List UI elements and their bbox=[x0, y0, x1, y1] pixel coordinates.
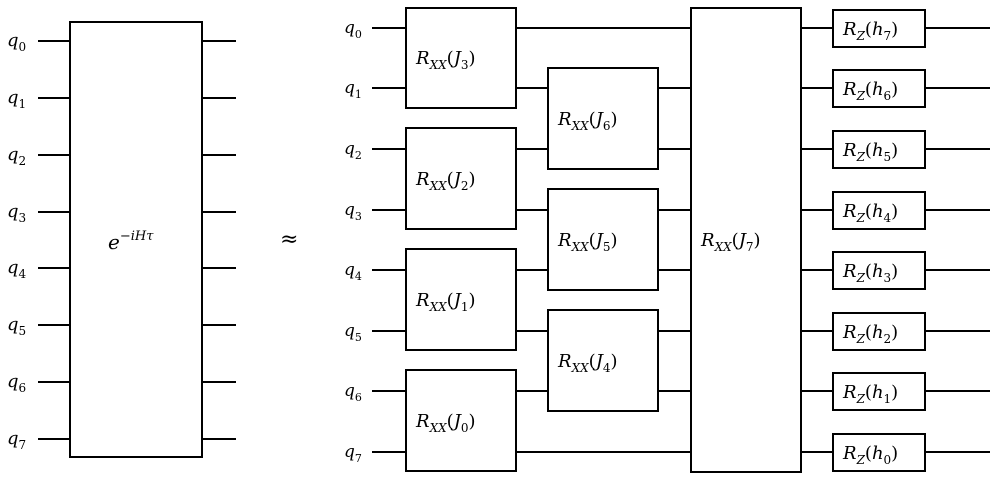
qubit-label: q6 bbox=[344, 381, 362, 404]
rxx-gate: RXX(J1) bbox=[405, 248, 517, 351]
qubit-label: q3 bbox=[7, 201, 26, 225]
approx-symbol: ≈ bbox=[280, 227, 298, 252]
rz-gate: RZ(h1) bbox=[832, 372, 926, 411]
rxx-gate: RXX(J6) bbox=[547, 67, 659, 170]
qubit-label: q6 bbox=[7, 371, 26, 395]
qubit-label: q4 bbox=[344, 260, 362, 283]
svg-text:RXX(J4): RXX(J4) bbox=[557, 351, 618, 375]
svg-text:RXX(J7): RXX(J7) bbox=[700, 230, 761, 254]
right-circuit: q0 q1 q2 q3 q4 q5 q6 q7 RXX(J3) RXX(J2) … bbox=[344, 7, 990, 473]
svg-text:RZ(h7): RZ(h7) bbox=[842, 19, 898, 43]
qubit-label: q5 bbox=[7, 314, 26, 338]
qubit-label: q4 bbox=[7, 257, 27, 281]
rz-gate: RZ(h2) bbox=[832, 312, 926, 351]
svg-text:RZ(h5): RZ(h5) bbox=[842, 140, 898, 164]
qubit-label: q1 bbox=[344, 78, 362, 101]
rxx-gate: RXX(J4) bbox=[547, 309, 659, 412]
unitary-label: e−iHτ bbox=[108, 229, 154, 254]
svg-text:RXX(J0): RXX(J0) bbox=[415, 411, 476, 435]
qubit-label: q3 bbox=[344, 200, 362, 223]
svg-text:RZ(h4): RZ(h4) bbox=[842, 201, 898, 225]
svg-text:RXX(J1): RXX(J1) bbox=[415, 290, 476, 314]
rz-gate: RZ(h5) bbox=[832, 130, 926, 169]
svg-text:RZ(h2): RZ(h2) bbox=[842, 322, 898, 346]
unitary-box bbox=[69, 21, 203, 458]
rxx-gate: RXX(J2) bbox=[405, 127, 517, 230]
svg-text:RXX(J2): RXX(J2) bbox=[415, 169, 476, 193]
rz-gate: RZ(h7) bbox=[832, 9, 926, 48]
rz-gate: RZ(h3) bbox=[832, 251, 926, 290]
qubit-label: q5 bbox=[344, 321, 362, 344]
qubit-label: q7 bbox=[7, 428, 26, 452]
svg-text:RZ(h6): RZ(h6) bbox=[842, 79, 898, 103]
left-circuit: e−iHτ q0 q1 q2 q3 q4 q5 q6 q7 bbox=[7, 21, 236, 458]
qubit-label: q2 bbox=[7, 144, 26, 168]
rz-gate: RZ(h0) bbox=[832, 433, 926, 472]
svg-text:RXX(J3): RXX(J3) bbox=[415, 48, 476, 72]
svg-text:RXX(J6): RXX(J6) bbox=[557, 109, 618, 133]
rxx-gate: RXX(J3) bbox=[405, 7, 517, 109]
qubit-label: q1 bbox=[7, 87, 26, 111]
svg-text:RZ(h3): RZ(h3) bbox=[842, 261, 898, 285]
svg-text:RZ(h1): RZ(h1) bbox=[842, 382, 898, 406]
rz-gate: RZ(h6) bbox=[832, 69, 926, 108]
rxx-gate: RXX(J0) bbox=[405, 369, 517, 472]
rz-gate: RZ(h4) bbox=[832, 191, 926, 230]
qubit-label: q0 bbox=[7, 30, 26, 54]
rxx-gate-all: RXX(J7) bbox=[690, 7, 802, 473]
qubit-label: q7 bbox=[344, 442, 362, 465]
qubit-label: q2 bbox=[344, 139, 362, 162]
qubit-label: q0 bbox=[344, 18, 362, 41]
svg-text:RZ(h0): RZ(h0) bbox=[842, 443, 898, 467]
svg-text:RXX(J5): RXX(J5) bbox=[557, 230, 618, 254]
rxx-gate: RXX(J5) bbox=[547, 188, 659, 291]
